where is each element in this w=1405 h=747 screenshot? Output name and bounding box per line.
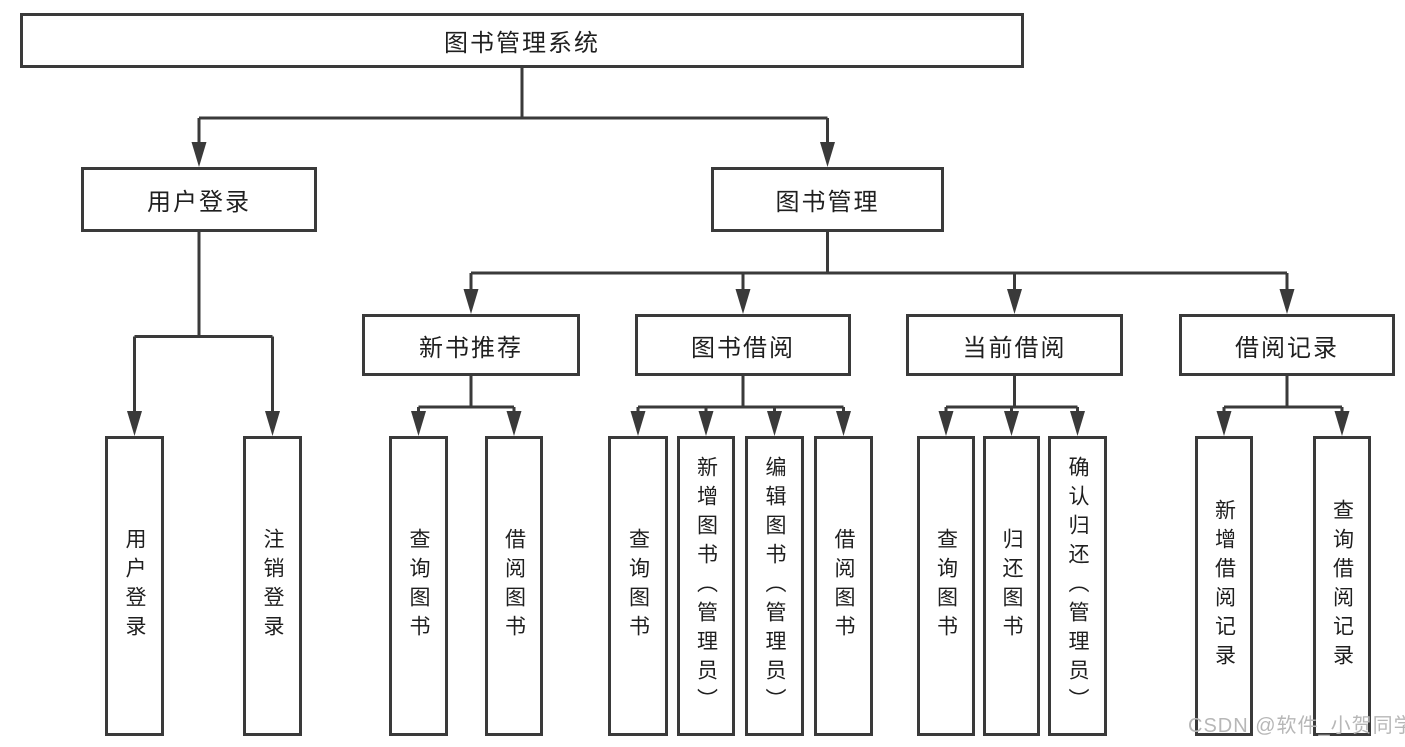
arrowhead-icon: [265, 411, 280, 436]
node-records-add-borrow-record: 新增借阅记录: [1195, 436, 1253, 736]
node-book-borrowing: 图书借阅: [635, 314, 851, 376]
node-current-query-books: 查询图书: [917, 436, 975, 736]
node-new-book-recommend: 新书推荐: [362, 314, 580, 376]
node-borrowing-query-books: 查询图书: [608, 436, 668, 736]
node-user-login: 用户登录: [81, 167, 317, 232]
csdn-watermark: CSDN @软件_小贺同学: [1188, 715, 1405, 737]
node-user-login-leaf: 用户登录: [105, 436, 164, 736]
node-recommend-query-books: 查询图书: [389, 436, 448, 736]
node-label: 新增图书（管理员）: [694, 455, 718, 717]
connector-user-login-children: [133, 232, 274, 414]
arrowhead-icon: [630, 411, 646, 436]
node-label: 查询借阅记录: [1330, 499, 1354, 673]
arrowhead-icon: [1334, 411, 1350, 436]
node-label: 当前借阅: [962, 334, 1067, 362]
node-label: 借阅图书: [502, 528, 526, 644]
node-borrowing-borrow-books: 借阅图书: [814, 436, 873, 736]
node-label: 图书借阅: [691, 334, 795, 362]
arrowhead-icon: [463, 289, 479, 314]
node-label: 图书管理系统: [444, 30, 600, 57]
arrowhead-icon: [1070, 411, 1085, 436]
node-label: 用户登录: [147, 189, 251, 216]
arrowhead-icon: [820, 142, 835, 167]
node-borrowing-add-books-admin: 新增图书（管理员）: [677, 436, 735, 736]
node-library-management-system: 图书管理系统: [20, 13, 1024, 68]
node-records-query-borrow-record: 查询借阅记录: [1313, 436, 1371, 736]
arrowhead-icon: [191, 142, 207, 167]
connector-borrowing-children: [636, 376, 845, 414]
arrowhead-icon: [1007, 289, 1022, 314]
arrowhead-icon: [836, 411, 851, 436]
node-label: 归还图书: [1000, 528, 1023, 644]
node-label: 新增借阅记录: [1212, 499, 1236, 673]
node-label: 编辑图书（管理员）: [763, 455, 786, 717]
node-label: 确认归还（管理员）: [1066, 455, 1089, 717]
node-borrowing-records: 借阅记录: [1179, 314, 1395, 376]
arrowhead-icon: [506, 411, 522, 436]
node-label: 用户登录: [123, 528, 146, 644]
node-current-borrowing: 当前借阅: [906, 314, 1123, 376]
connector-recommend-children: [417, 376, 516, 414]
connector-current-children: [944, 376, 1079, 414]
arrowhead-icon: [938, 411, 954, 436]
arrowhead-icon: [1279, 289, 1295, 314]
node-label: 查询图书: [407, 528, 430, 644]
connector-book-management-children: [469, 232, 1289, 292]
node-current-confirm-return-admin: 确认归还（管理员）: [1048, 436, 1107, 736]
arrowhead-icon: [698, 411, 714, 436]
node-borrowing-edit-books-admin: 编辑图书（管理员）: [745, 436, 804, 736]
connector-records-children: [1222, 376, 1344, 414]
arrowhead-icon: [1216, 411, 1232, 436]
node-book-management: 图书管理: [711, 167, 944, 232]
arrowhead-icon: [767, 411, 782, 436]
node-label: 借阅记录: [1235, 334, 1339, 362]
connector-root-to-level2: [197, 67, 829, 144]
node-label: 注销登录: [261, 528, 284, 644]
node-logout: 注销登录: [243, 436, 302, 736]
node-recommend-borrow-books: 借阅图书: [485, 436, 543, 736]
node-label: 查询图书: [626, 528, 650, 644]
node-current-return-books: 归还图书: [983, 436, 1040, 736]
node-label: 查询图书: [934, 528, 958, 644]
arrowhead-icon: [735, 289, 751, 314]
arrowhead-icon: [127, 411, 142, 436]
node-label: 借阅图书: [832, 528, 855, 644]
arrowhead-icon: [1004, 411, 1019, 436]
node-label: 新书推荐: [419, 334, 523, 362]
arrowhead-icon: [411, 411, 426, 436]
node-label: 图书管理: [775, 189, 880, 216]
